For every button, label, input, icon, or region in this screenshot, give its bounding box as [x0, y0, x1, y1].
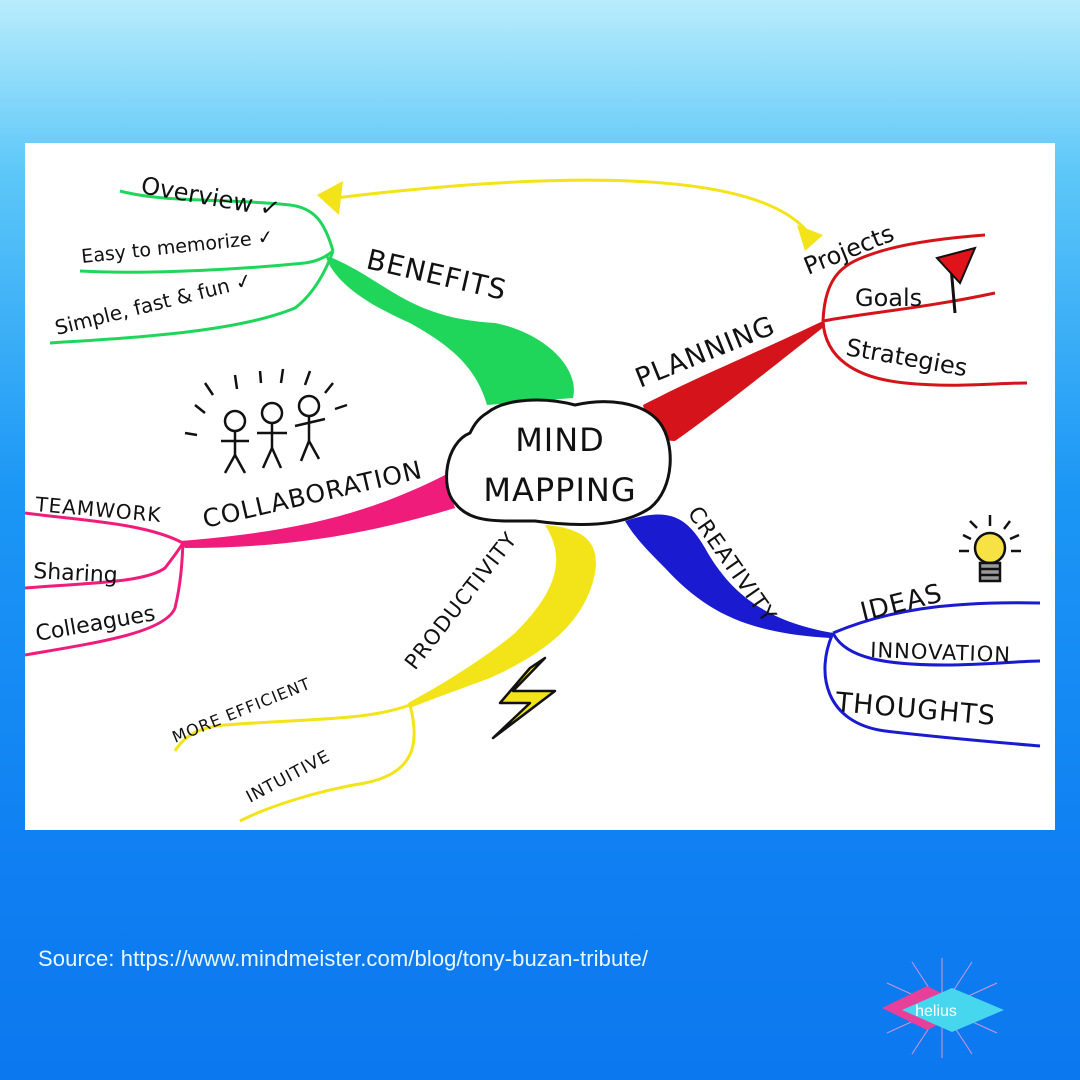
connector-arrow	[334, 178, 812, 236]
branch-planning-shape	[643, 321, 825, 441]
collab-item-colleagues: Colleagues	[34, 601, 157, 647]
lightning-bolt-icon	[491, 656, 557, 740]
collab-line-colleagues	[25, 542, 185, 657]
collab-line-sharing	[25, 542, 185, 590]
benefits-line-overview	[119, 189, 335, 252]
center-line2: MAPPING	[483, 471, 636, 509]
branch-benefits-shape	[325, 255, 574, 405]
branch-collaboration-shape	[180, 475, 455, 548]
benefits-line-simple	[49, 250, 335, 345]
arrow-head-left	[317, 181, 343, 215]
flag-icon	[935, 246, 977, 314]
benefit-item-easy: Easy to memorize ✓	[80, 226, 274, 268]
light-bulb-icon	[959, 515, 1021, 583]
mind-map-card: MIND MAPPING BENEFITS Overview ✓ Easy to…	[25, 143, 1055, 830]
mind-map-diagram: MIND MAPPING BENEFITS Overview ✓ Easy to…	[25, 171, 1041, 823]
planning-line-goals	[822, 291, 996, 323]
creativity-item-innovation: INNOVATION	[870, 638, 1012, 667]
logo-cyan-diamond	[902, 988, 1004, 1032]
helius-logo: helius	[872, 958, 1012, 1058]
planning-item-goals: Goals	[855, 284, 922, 312]
productivity-item-efficient: MORE EFFICIENT	[169, 674, 313, 747]
arrow-head-right	[797, 225, 823, 251]
creativity-line-thoughts	[823, 632, 1041, 748]
branch-creativity-shape	[625, 514, 833, 638]
creativity-item-thoughts: THOUGHTS	[833, 687, 997, 732]
branch-productivity-shape	[408, 525, 596, 708]
center-line1: MIND	[515, 421, 605, 459]
productivity-line-intuitive	[239, 704, 416, 823]
collab-line-teamwork	[25, 511, 184, 545]
creativity-item-ideas: IDEAS	[857, 579, 945, 628]
benefits-line-easy	[79, 249, 334, 274]
benefit-item-overview: Overview ✓	[139, 171, 282, 223]
benefit-item-simple: Simple, fast & fun ✓	[52, 268, 254, 340]
productivity-line-efficient	[173, 703, 411, 752]
planning-line-strategies	[821, 320, 1028, 387]
center-cloud	[445, 398, 672, 526]
collab-item-sharing: Sharing	[33, 559, 119, 588]
stick-figures-icon	[184, 368, 348, 474]
source-caption[interactable]: Source: https://www.mindmeister.com/blog…	[38, 946, 649, 971]
planning-item-projects: Projects	[800, 219, 898, 280]
creativity-line-ideas	[832, 601, 1041, 635]
planning-line-projects	[821, 233, 986, 322]
productivity-item-intuitive: INTUITIVE	[243, 746, 334, 807]
creativity-line-innovation	[831, 632, 1041, 667]
logo-text: helius	[915, 1003, 957, 1020]
